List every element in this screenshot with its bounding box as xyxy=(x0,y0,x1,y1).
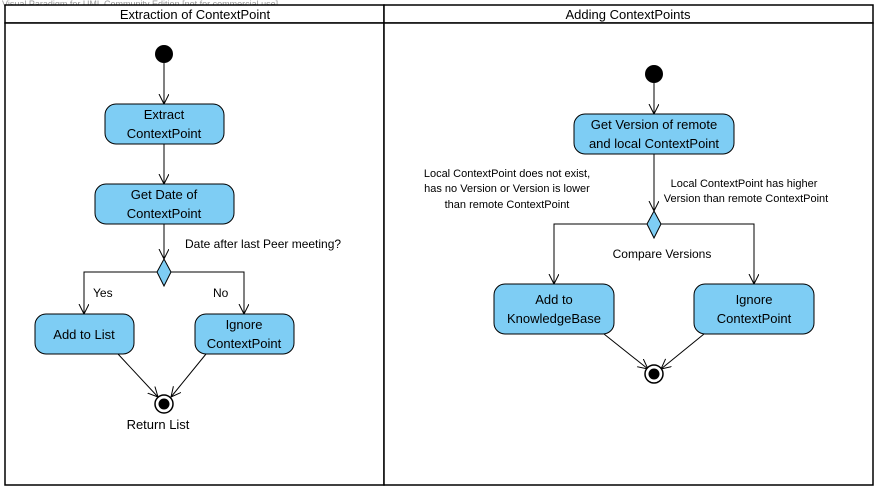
action-get-date-label-1: Get Date of xyxy=(131,187,198,202)
left-partition xyxy=(4,22,385,486)
initial-node-left xyxy=(155,45,173,63)
flow-decision-to-ignore xyxy=(661,223,754,284)
guard-left-line-3: than remote ContextPoint xyxy=(445,199,570,211)
flow-ignore-to-final xyxy=(171,353,207,397)
guard-left-line-1: Local ContextPoint does not exist, xyxy=(424,168,590,180)
action-add-kb-label-2: KnowledgeBase xyxy=(507,311,601,326)
right-partition-title: Adding ContextPoints xyxy=(565,7,691,22)
guard-right-line-1: Local ContextPoint has higher xyxy=(671,178,818,190)
final-node-left-inner xyxy=(158,398,170,410)
guard-right-line-2: Version than remote ContextPoint xyxy=(664,193,828,205)
flow-decision-to-addkb xyxy=(554,223,647,284)
action-get-version-label-1: Get Version of remote xyxy=(591,117,717,132)
action-ignore-left-label-2: ContextPoint xyxy=(207,336,282,351)
guard-yes: Yes xyxy=(93,286,113,300)
action-extract-label-1: Extract xyxy=(144,107,185,122)
guard-left-line-2: has no Version or Version is lower xyxy=(424,183,590,195)
decision-label-right: Compare Versions xyxy=(613,247,712,261)
decision-node-left xyxy=(156,257,172,288)
action-add-knowledgebase xyxy=(493,283,615,335)
left-partition-title: Extraction of ContextPoint xyxy=(120,7,271,22)
action-ignore-left xyxy=(194,313,295,355)
flow-ignore-to-final-right xyxy=(661,333,705,369)
decision-label-left: Date after last Peer meeting? xyxy=(185,237,341,251)
flow-addkb-to-final xyxy=(603,333,648,369)
decision-node-right xyxy=(646,209,662,240)
flow-decision-no xyxy=(171,271,244,314)
action-extract-label-2: ContextPoint xyxy=(127,126,202,141)
guard-no: No xyxy=(213,286,229,300)
action-add-kb-label-1: Add to xyxy=(535,292,573,307)
final-node-right-inner xyxy=(648,368,660,380)
flow-decision-yes xyxy=(84,271,157,314)
action-ignore-left-label-1: Ignore xyxy=(226,317,263,332)
action-get-version-label-2: and local ContextPoint xyxy=(589,136,719,151)
final-label-left: Return List xyxy=(127,417,190,432)
action-ignore-right-label-2: ContextPoint xyxy=(717,311,792,326)
action-add-to-list xyxy=(34,313,135,355)
action-ignore-right-label-1: Ignore xyxy=(736,292,773,307)
action-get-date-label-2: ContextPoint xyxy=(127,206,202,221)
initial-node-right xyxy=(645,65,663,83)
flow-addlist-to-final xyxy=(117,353,158,397)
action-ignore-right xyxy=(693,283,815,335)
action-add-to-list-label: Add to List xyxy=(53,327,115,342)
right-partition xyxy=(383,22,874,486)
